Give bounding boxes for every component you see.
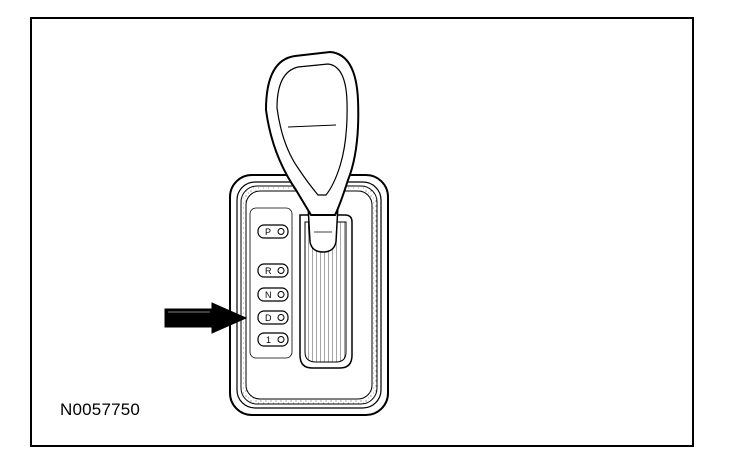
position-label-drive: D [265,313,272,323]
shift-gate-slot [299,214,353,369]
position-indicator-drive: D [257,310,289,325]
position-label-low: 1 [266,335,271,345]
position-indicator-park: P [257,224,289,239]
shift-lever-stem [307,204,339,253]
position-label-reverse: R [265,266,272,276]
pointer-arrow-icon [164,302,248,334]
position-indicator-neutral: N [257,287,289,302]
position-label-park: P [265,227,271,237]
position-indicator-reverse: R [257,263,289,278]
shift-knob [264,50,360,216]
figure-id-label: N0057750 [60,400,141,419]
position-label-neutral: N [265,290,272,300]
position-indicator-low: 1 [257,332,289,347]
